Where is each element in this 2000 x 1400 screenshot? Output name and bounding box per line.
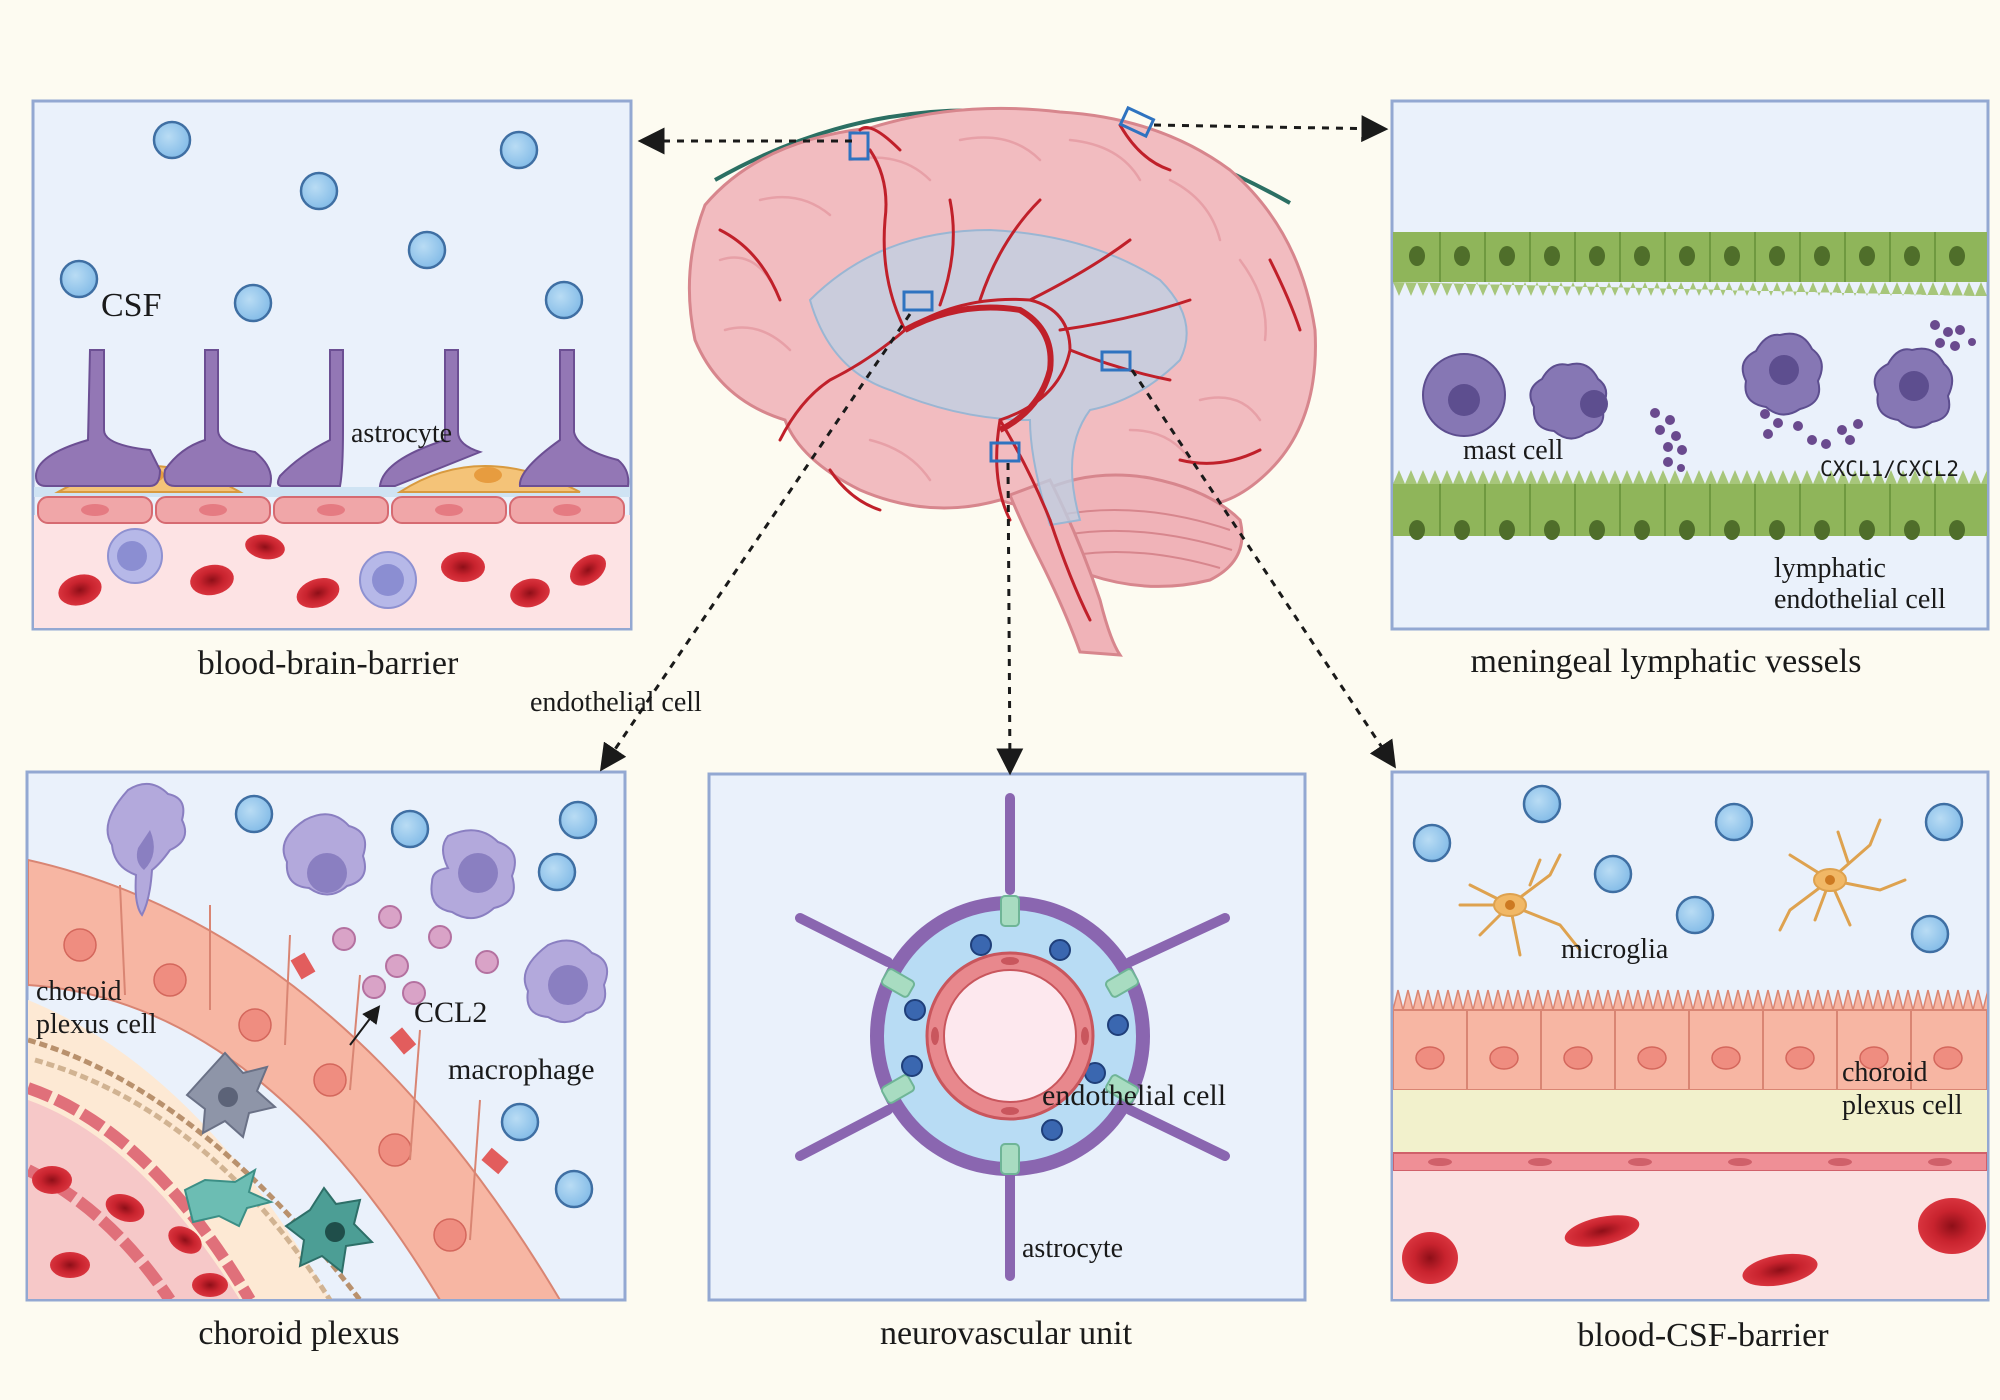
panel-choroid-plexus: choroid plexus cell CCL2 macrophage chor…	[25, 770, 627, 1352]
bc-endothelium	[1393, 1152, 1987, 1172]
cp-red-blood-cells	[32, 1166, 228, 1297]
brainstem	[1008, 478, 1123, 657]
mlv-lymphatic-label: lymphatic	[1774, 553, 1886, 584]
region-markers	[848, 105, 1156, 463]
cp-stromal-immune-cells	[183, 1051, 375, 1274]
bc-choroid-epithelium	[1393, 989, 1987, 1091]
bc-plexus-cell-label: plexus cell	[1842, 1090, 1963, 1121]
main-artery	[903, 304, 1054, 433]
bc-stroma	[1393, 1090, 1987, 1153]
brain-arteries	[718, 123, 1302, 622]
panel-meningeal-lymphatic-vessels: mast cell CXCL1/CXCL2 lymphatic endothel…	[1390, 99, 1990, 680]
bbb-csf-label: CSF	[101, 287, 162, 324]
nvu-astrocyte-label: astrocyte	[1022, 1233, 1123, 1264]
mlv-lymphatic-endothelium-bottom	[1393, 470, 1987, 540]
cp-epithelium	[28, 858, 561, 1299]
arrow-to-bcsfb	[1130, 369, 1396, 769]
bbb-caption: blood-brain-barrier	[198, 645, 459, 682]
brain-gyri	[718, 136, 1267, 482]
cp-secretion-arrow	[349, 1005, 381, 1046]
panel-blood-csf-barrier: microglia choroid plexus cell blood-CSF-…	[1390, 770, 1990, 1354]
mlv-granules	[1650, 320, 1976, 472]
nvu-junctions	[880, 895, 1140, 1175]
connector-arrows	[599, 115, 1396, 776]
arrow-to-nvu	[996, 462, 1024, 776]
mlv-mast-cells	[1422, 332, 1954, 440]
bbb-red-blood-cells	[58, 534, 607, 608]
cp-caption: choroid plexus	[198, 1315, 399, 1352]
bc-choroid-label: choroid	[1842, 1057, 1928, 1088]
cp-csf-particles	[234, 794, 598, 1209]
cp-ccl2-label: CCL2	[414, 996, 487, 1029]
panel-blood-brain-barrier: CSF astrocyte blood-brain-barrier	[31, 99, 633, 682]
cp-plexus-cell-label: plexus cell	[36, 1009, 157, 1040]
brain-illustration	[687, 105, 1317, 657]
bc-microglia-label: microglia	[1561, 934, 1669, 965]
bc-microglia	[1458, 818, 1907, 957]
cp-fibers	[28, 1037, 362, 1299]
cp-macrophage-label: macrophage	[448, 1053, 595, 1086]
bc-red-blood-cells	[1402, 1198, 1986, 1287]
bbb-astrocyte-endfeet	[34, 349, 630, 487]
mlv-cxcl-label: CXCL1/CXCL2	[1820, 457, 1959, 481]
nvu-pericyte-nuclei	[901, 934, 1129, 1141]
nvu-vessel-lumen	[943, 969, 1077, 1103]
bc-caption: blood-CSF-barrier	[1577, 1317, 1829, 1354]
nvu-caption: neurovascular unit	[880, 1315, 1133, 1352]
mlv-lymphatic-endothelium-top	[1393, 232, 1987, 296]
cp-choroid-label: choroid	[36, 976, 122, 1007]
cp-ccl2-particles	[332, 905, 499, 1005]
mlv-caption: meningeal lymphatic vessels	[1471, 643, 1862, 680]
mlv-mast-cell-label: mast cell	[1463, 435, 1564, 466]
arrow-to-mlv	[1153, 115, 1389, 143]
bc-csf-particles	[1412, 784, 1964, 954]
bbb-basement-membrane	[34, 487, 630, 497]
panel-neurovascular-unit: endothelial cell astrocyte neurovascular…	[707, 772, 1307, 1352]
bbb-astrocyte-label: astrocyte	[351, 418, 452, 449]
nvu-endothelial-label: endothelial cell	[1042, 1079, 1226, 1112]
bbb-leukocytes	[107, 528, 417, 609]
bbb-csf-particles	[59, 120, 584, 323]
mlv-endothelial-label: endothelial cell	[1774, 584, 1946, 615]
cp-macrophages	[106, 783, 608, 1024]
center-endothelial-label: endothelial cell	[530, 687, 702, 718]
bc-blood-lumen	[1393, 1171, 1987, 1299]
